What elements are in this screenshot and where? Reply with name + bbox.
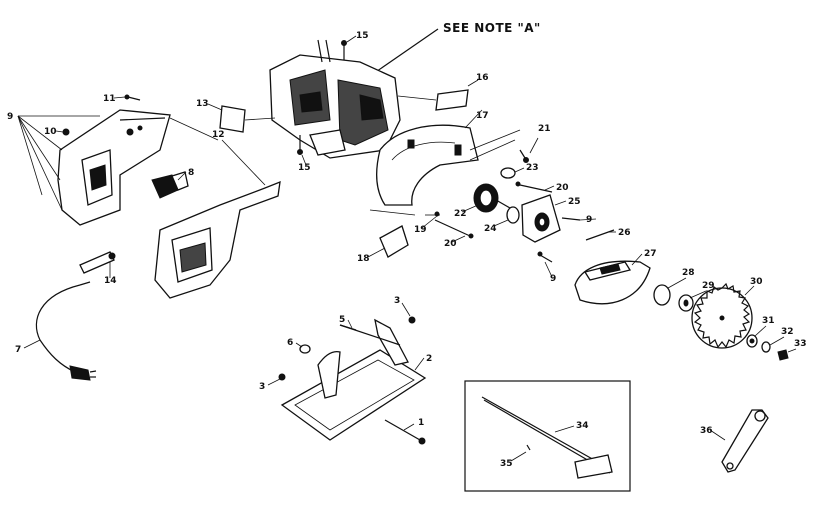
callout-30: 30 (750, 277, 763, 287)
callout-5: 5 (339, 315, 345, 325)
upper-guard (376, 124, 479, 206)
ring-28 (653, 284, 671, 306)
label-plate-13 (219, 105, 246, 133)
washer-24 (506, 206, 520, 224)
callout-29: 29 (702, 281, 715, 291)
callout-15b: 15 (298, 163, 311, 173)
callout-9b: 9 (586, 215, 592, 225)
callout-24: 24 (484, 224, 497, 234)
rip-fence (481, 396, 613, 479)
callout-11: 11 (103, 94, 116, 104)
blade-wrench (721, 409, 769, 473)
callout-13: 13 (196, 99, 209, 109)
callout-21: 21 (538, 124, 551, 134)
motor-housing (269, 39, 401, 159)
callout-33: 33 (794, 339, 807, 349)
strain-relief-14 (79, 251, 115, 274)
power-cord (35, 281, 97, 381)
bearing-23 (500, 167, 516, 179)
callout-8: 8 (188, 168, 194, 178)
callout-10: 10 (44, 127, 57, 137)
callout-3b: 3 (259, 382, 265, 392)
callout-23: 23 (526, 163, 539, 173)
callout-26: 26 (618, 228, 631, 238)
callout-34: 34 (576, 421, 589, 431)
callout-9a: 9 (7, 112, 13, 122)
callout-7: 7 (15, 345, 21, 355)
callout-20a: 20 (556, 183, 569, 193)
lower-guard (574, 260, 651, 305)
callout-25: 25 (568, 197, 581, 207)
callout-14: 14 (104, 276, 117, 286)
right-handle (154, 180, 281, 299)
callout-22: 22 (454, 209, 467, 219)
callout-35: 35 (500, 459, 513, 469)
saw-blade (691, 282, 753, 349)
plate-18 (379, 225, 409, 258)
note-leader (369, 28, 439, 77)
callout-27: 27 (644, 249, 657, 259)
left-handle-housing (57, 109, 171, 226)
base-plate (280, 318, 427, 441)
callout-1: 1 (418, 418, 424, 428)
gear-case (521, 194, 561, 243)
callout-36: 36 (700, 426, 713, 436)
callout-2: 2 (426, 354, 432, 364)
callout-19: 19 (414, 225, 427, 235)
callout-15a: 15 (356, 31, 369, 41)
note-label: SEE NOTE "A" (443, 21, 541, 35)
callout-18: 18 (357, 254, 370, 264)
callout-6: 6 (287, 338, 293, 348)
callout-9c: 9 (550, 274, 556, 284)
callout-leaders (23, 96, 797, 462)
accessory-box (464, 380, 631, 492)
callout-31: 31 (762, 316, 775, 326)
callout-16: 16 (476, 73, 489, 83)
callout-17: 17 (476, 111, 489, 121)
callout-20b: 20 (444, 239, 457, 249)
callout-32: 32 (781, 327, 794, 337)
spindle-gear (473, 183, 511, 213)
callout-12: 12 (212, 130, 225, 140)
switch (151, 171, 189, 199)
label-16 (435, 89, 469, 111)
callout-3a: 3 (394, 296, 400, 306)
callouts: 1 2 3 3 5 6 7 8 9 9 9 10 11 12 13 14 15 … (7, 31, 807, 469)
callout-28: 28 (682, 268, 695, 278)
